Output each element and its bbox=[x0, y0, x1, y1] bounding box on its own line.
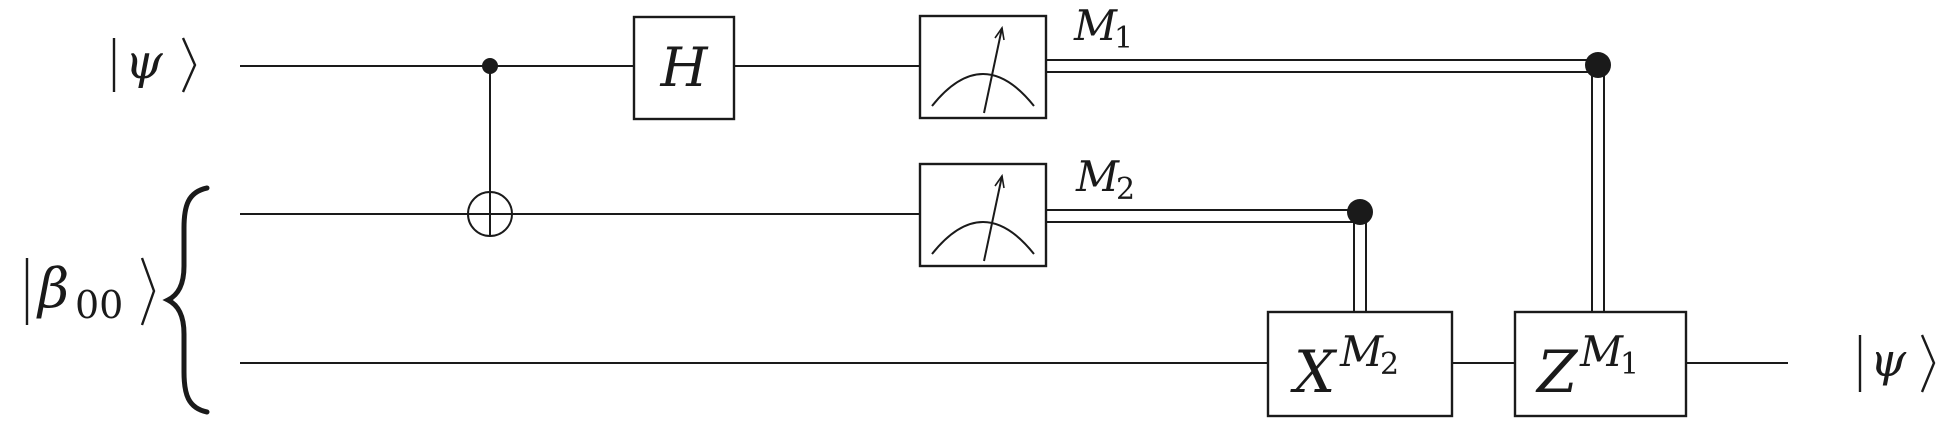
z-gate-symbol: Z bbox=[1535, 338, 1579, 406]
classical-control-dot-m2 bbox=[1347, 199, 1373, 225]
ket-angle bbox=[181, 37, 197, 93]
z-gate-exponent-symbol: M bbox=[1579, 327, 1624, 376]
m1-subscript: 1 bbox=[1114, 21, 1133, 56]
z-correction-gate: Z M 1 bbox=[1513, 310, 1688, 418]
ket-angle bbox=[1920, 334, 1936, 393]
meter-needle bbox=[983, 27, 1003, 114]
x-gate-box bbox=[1266, 310, 1454, 418]
hadamard-box bbox=[632, 15, 736, 121]
meter-needle bbox=[983, 175, 1003, 262]
hadamard-gate: H bbox=[632, 15, 736, 121]
x-gate-exponent-subscript: 2 bbox=[1380, 347, 1399, 382]
input-psi-symbol: ψ bbox=[125, 34, 164, 90]
meter-needle-head bbox=[994, 173, 1005, 189]
meter-box bbox=[918, 162, 1048, 268]
m2-label: M 2 bbox=[1075, 152, 1135, 207]
m1-label: M 1 bbox=[1073, 1, 1133, 56]
meter-box bbox=[918, 14, 1048, 120]
bell-symbol: β bbox=[36, 257, 69, 320]
m1-symbol: M bbox=[1073, 1, 1118, 50]
meter-needle-head bbox=[994, 25, 1005, 41]
m2-symbol: M bbox=[1075, 152, 1120, 201]
x-gate-symbol: X bbox=[1290, 338, 1338, 406]
classical-wire-m2-outer bbox=[1046, 209, 1367, 312]
bell-subscript: 00 bbox=[75, 283, 123, 327]
m2-subscript: 2 bbox=[1116, 172, 1135, 207]
quantum-wires bbox=[240, 65, 1788, 364]
classical-wire-m2-inner bbox=[1046, 221, 1355, 312]
output-psi-ket: ψ bbox=[1858, 333, 1936, 393]
input-bell-ket: β 00 bbox=[25, 257, 156, 327]
bell-pair-brace bbox=[162, 185, 210, 415]
meter-arc bbox=[931, 73, 1035, 107]
z-gate-box bbox=[1513, 310, 1688, 418]
classical-control-dot-m1 bbox=[1585, 52, 1611, 78]
hadamard-label: H bbox=[659, 36, 708, 99]
x-correction-gate: X M 2 bbox=[1266, 310, 1454, 418]
input-psi-ket: ψ bbox=[112, 34, 197, 93]
classical-wire-m2 bbox=[1046, 209, 1367, 312]
measurement-m2 bbox=[918, 162, 1048, 268]
output-psi-symbol: ψ bbox=[1870, 333, 1907, 387]
ket-angle bbox=[140, 257, 156, 326]
cnot-gate bbox=[467, 58, 513, 237]
meter-arc bbox=[931, 221, 1035, 255]
measurement-m1 bbox=[918, 14, 1048, 120]
x-gate-exponent-symbol: M bbox=[1339, 327, 1384, 376]
z-gate-exponent-subscript: 1 bbox=[1620, 347, 1639, 382]
cnot-control-dot bbox=[482, 58, 498, 74]
